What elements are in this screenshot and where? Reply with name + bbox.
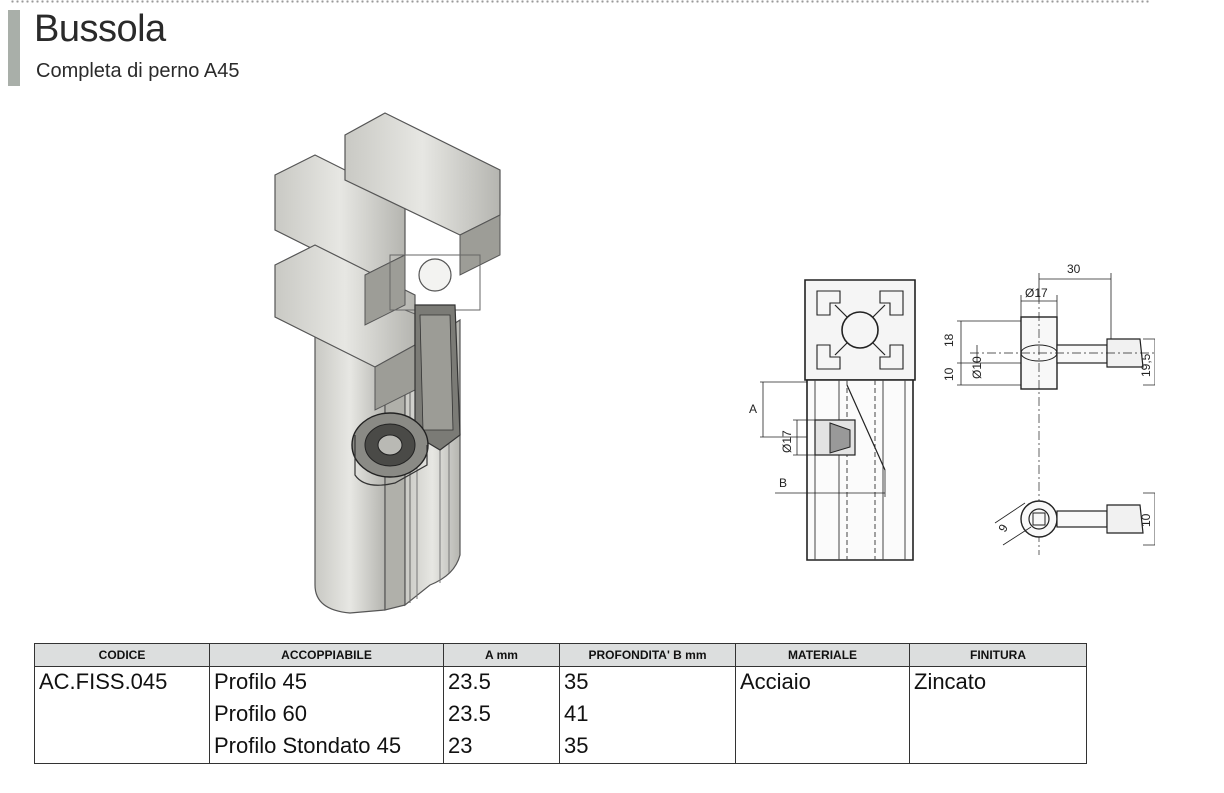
- col-header-finitura: FINITURA: [909, 643, 1087, 667]
- col-header-profondita-b: PROFONDITA' B mm: [559, 643, 736, 667]
- col-header-accoppiabile: ACCOPPIABILE: [209, 643, 444, 667]
- cell-codice: [34, 699, 210, 731]
- table-row: AC.FISS.045 Profilo 45 23.5 35 Acciaio Z…: [34, 666, 1087, 699]
- cell-materiale: [735, 699, 910, 731]
- cell-finitura: [909, 731, 1087, 764]
- dim-b-label: B: [779, 476, 787, 490]
- title-accent-bar: [8, 10, 20, 86]
- col-header-materiale: MATERIALE: [735, 643, 910, 667]
- cell-a-mm: 23.5: [443, 666, 560, 699]
- top-dotted-rule: [10, 0, 1150, 3]
- cell-profondita-b: 35: [559, 731, 736, 764]
- cell-accoppiabile: Profilo Stondato 45: [209, 731, 444, 764]
- table-row: Profilo Stondato 45 23 35: [34, 731, 1087, 764]
- dim-30-label: 30: [1067, 262, 1081, 276]
- cell-codice: AC.FISS.045: [34, 666, 210, 699]
- page-title: Bussola: [34, 8, 166, 50]
- col-header-a-mm: A mm: [443, 643, 560, 667]
- cell-accoppiabile: Profilo 60: [209, 699, 444, 731]
- cell-a-mm: 23: [443, 731, 560, 764]
- dim-d10-label: Ø10: [970, 356, 984, 379]
- dim-10-bottom-label: 10: [1139, 513, 1153, 527]
- cell-accoppiabile: Profilo 45: [209, 666, 444, 699]
- dim-a-label: A: [749, 402, 757, 416]
- cell-profondita-b: 41: [559, 699, 736, 731]
- cell-codice: [34, 731, 210, 764]
- table-row: Profilo 60 23.5 41: [34, 699, 1087, 731]
- cell-profondita-b: 35: [559, 666, 736, 699]
- spec-table: CODICE ACCOPPIABILE A mm PROFONDITA' B m…: [34, 643, 1087, 764]
- cell-finitura: Zincato: [909, 666, 1087, 699]
- product-3d-render: [274, 112, 501, 614]
- table-header-row: CODICE ACCOPPIABILE A mm PROFONDITA' B m…: [34, 643, 1087, 667]
- cell-materiale: Acciaio: [735, 666, 910, 699]
- cell-materiale: [735, 731, 910, 764]
- cell-finitura: [909, 699, 1087, 731]
- technical-drawing: A Ø17 B 30 Ø17 18 10 Ø10 19,5 10 9: [749, 262, 1155, 561]
- page-subtitle: Completa di perno A45: [36, 60, 240, 82]
- cell-a-mm: 23.5: [443, 699, 560, 731]
- dim-18-label: 18: [942, 333, 956, 347]
- dim-10-left-label: 10: [942, 367, 956, 381]
- dim-d17-top-label: Ø17: [1025, 286, 1048, 300]
- dim-d17-side-label: Ø17: [780, 430, 794, 453]
- dim-19-5-label: 19,5: [1139, 353, 1153, 377]
- col-header-codice: CODICE: [34, 643, 210, 667]
- dim-9-label: 9: [995, 521, 1011, 534]
